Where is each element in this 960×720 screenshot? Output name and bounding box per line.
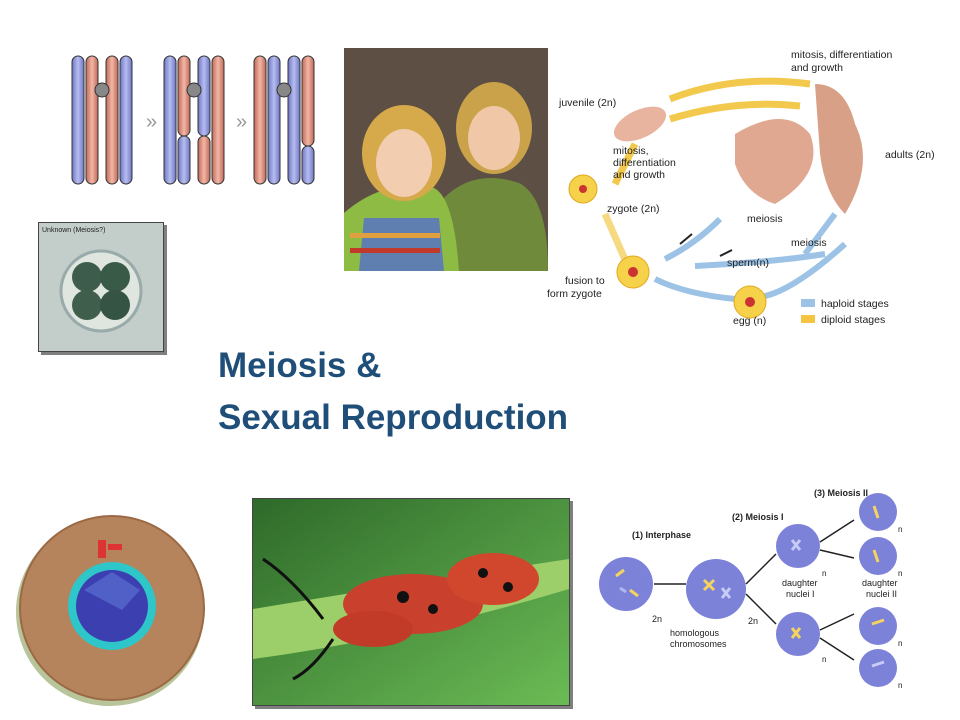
svg-text:n: n [898,639,902,648]
micrograph-caption: Unknown (Meiosis?) [42,227,105,234]
label-mitosis-top: mitosis, differentiation [791,49,893,61]
sperm-cell [679,233,693,245]
cell-illustration [12,510,212,710]
label-homologous: homologous [670,628,720,638]
cell-micrograph: Unknown (Meiosis?) [38,222,164,352]
adult-figure-2 [815,84,863,214]
label-zygote: zygote (2n) [607,203,660,215]
svg-text:n: n [898,525,902,534]
label-juvenile: juvenile (2n) [558,97,616,109]
daughter-nucleus-2b [859,537,897,575]
title-line-1: Meiosis & [218,346,382,385]
svg-text:2n: 2n [748,616,758,626]
label-interphase: (1) Interphase [632,530,691,540]
label-fusion: fusion to [565,275,605,287]
chromosome-pair-3 [253,55,315,185]
svg-text:form zygote: form zygote [547,288,602,300]
slide-title: Meiosis & Sexual Reproduction [218,340,568,444]
svg-text:n: n [898,681,902,690]
svg-text:differentiation: differentiation [613,157,676,169]
human-life-cycle-diagram: mitosis, differentiation and growth juve… [545,44,955,334]
label-daughter-1: daughter [782,578,818,588]
svg-text:diploid stages: diploid stages [821,314,885,326]
centriole-icon [98,540,106,558]
chromosome-pair-2 [163,55,225,185]
svg-text:and growth: and growth [613,169,665,181]
mating-beetles-photo [252,498,570,706]
svg-text:n: n [822,569,826,578]
label-daughter-2: daughter [862,578,898,588]
svg-text:»: » [236,111,247,133]
meiosis-stages-diagram: (3) Meiosis II (2) Meiosis I (1) Interph… [596,484,926,694]
chromosome-crossover-illustration: » » [62,50,334,192]
svg-text:chromosomes: chromosomes [670,639,727,649]
label-meiosis-2: meiosis [791,237,827,249]
label-egg: egg (n) [733,315,766,327]
label-meiosis-1-stage: (2) Meiosis I [732,512,784,522]
label-sperm: sperm(n) [727,257,769,269]
label-meiosis-1: meiosis [747,213,783,225]
svg-text:nuclei II: nuclei II [866,589,897,599]
chromosome-pair-1 [71,55,133,185]
adult-figure-1 [735,119,814,204]
label-adults: adults (2n) [885,149,935,161]
life-cycle-legend: haploid stages diploid stages [801,298,889,326]
meiosis-1-cell [686,559,746,619]
svg-text:haploid stages: haploid stages [821,298,889,310]
svg-text:»: » [146,111,157,133]
juvenile-figure [613,106,667,142]
svg-text:n: n [822,655,826,664]
title-line-2: Sexual Reproduction [218,398,569,437]
svg-text:and growth: and growth [791,62,843,74]
interphase-cell [599,557,653,611]
svg-text:nuclei I: nuclei I [786,589,815,599]
twins-photo [344,48,548,271]
label-mitosis-left: mitosis, [613,145,649,157]
label-meiosis-2-stage: (3) Meiosis II [814,488,868,498]
svg-text:n: n [898,569,902,578]
daughter-nucleus-2a [859,493,897,531]
daughter-nucleus-2d [859,649,897,687]
daughter-nucleus-2c [859,607,897,645]
svg-text:2n: 2n [652,614,662,624]
